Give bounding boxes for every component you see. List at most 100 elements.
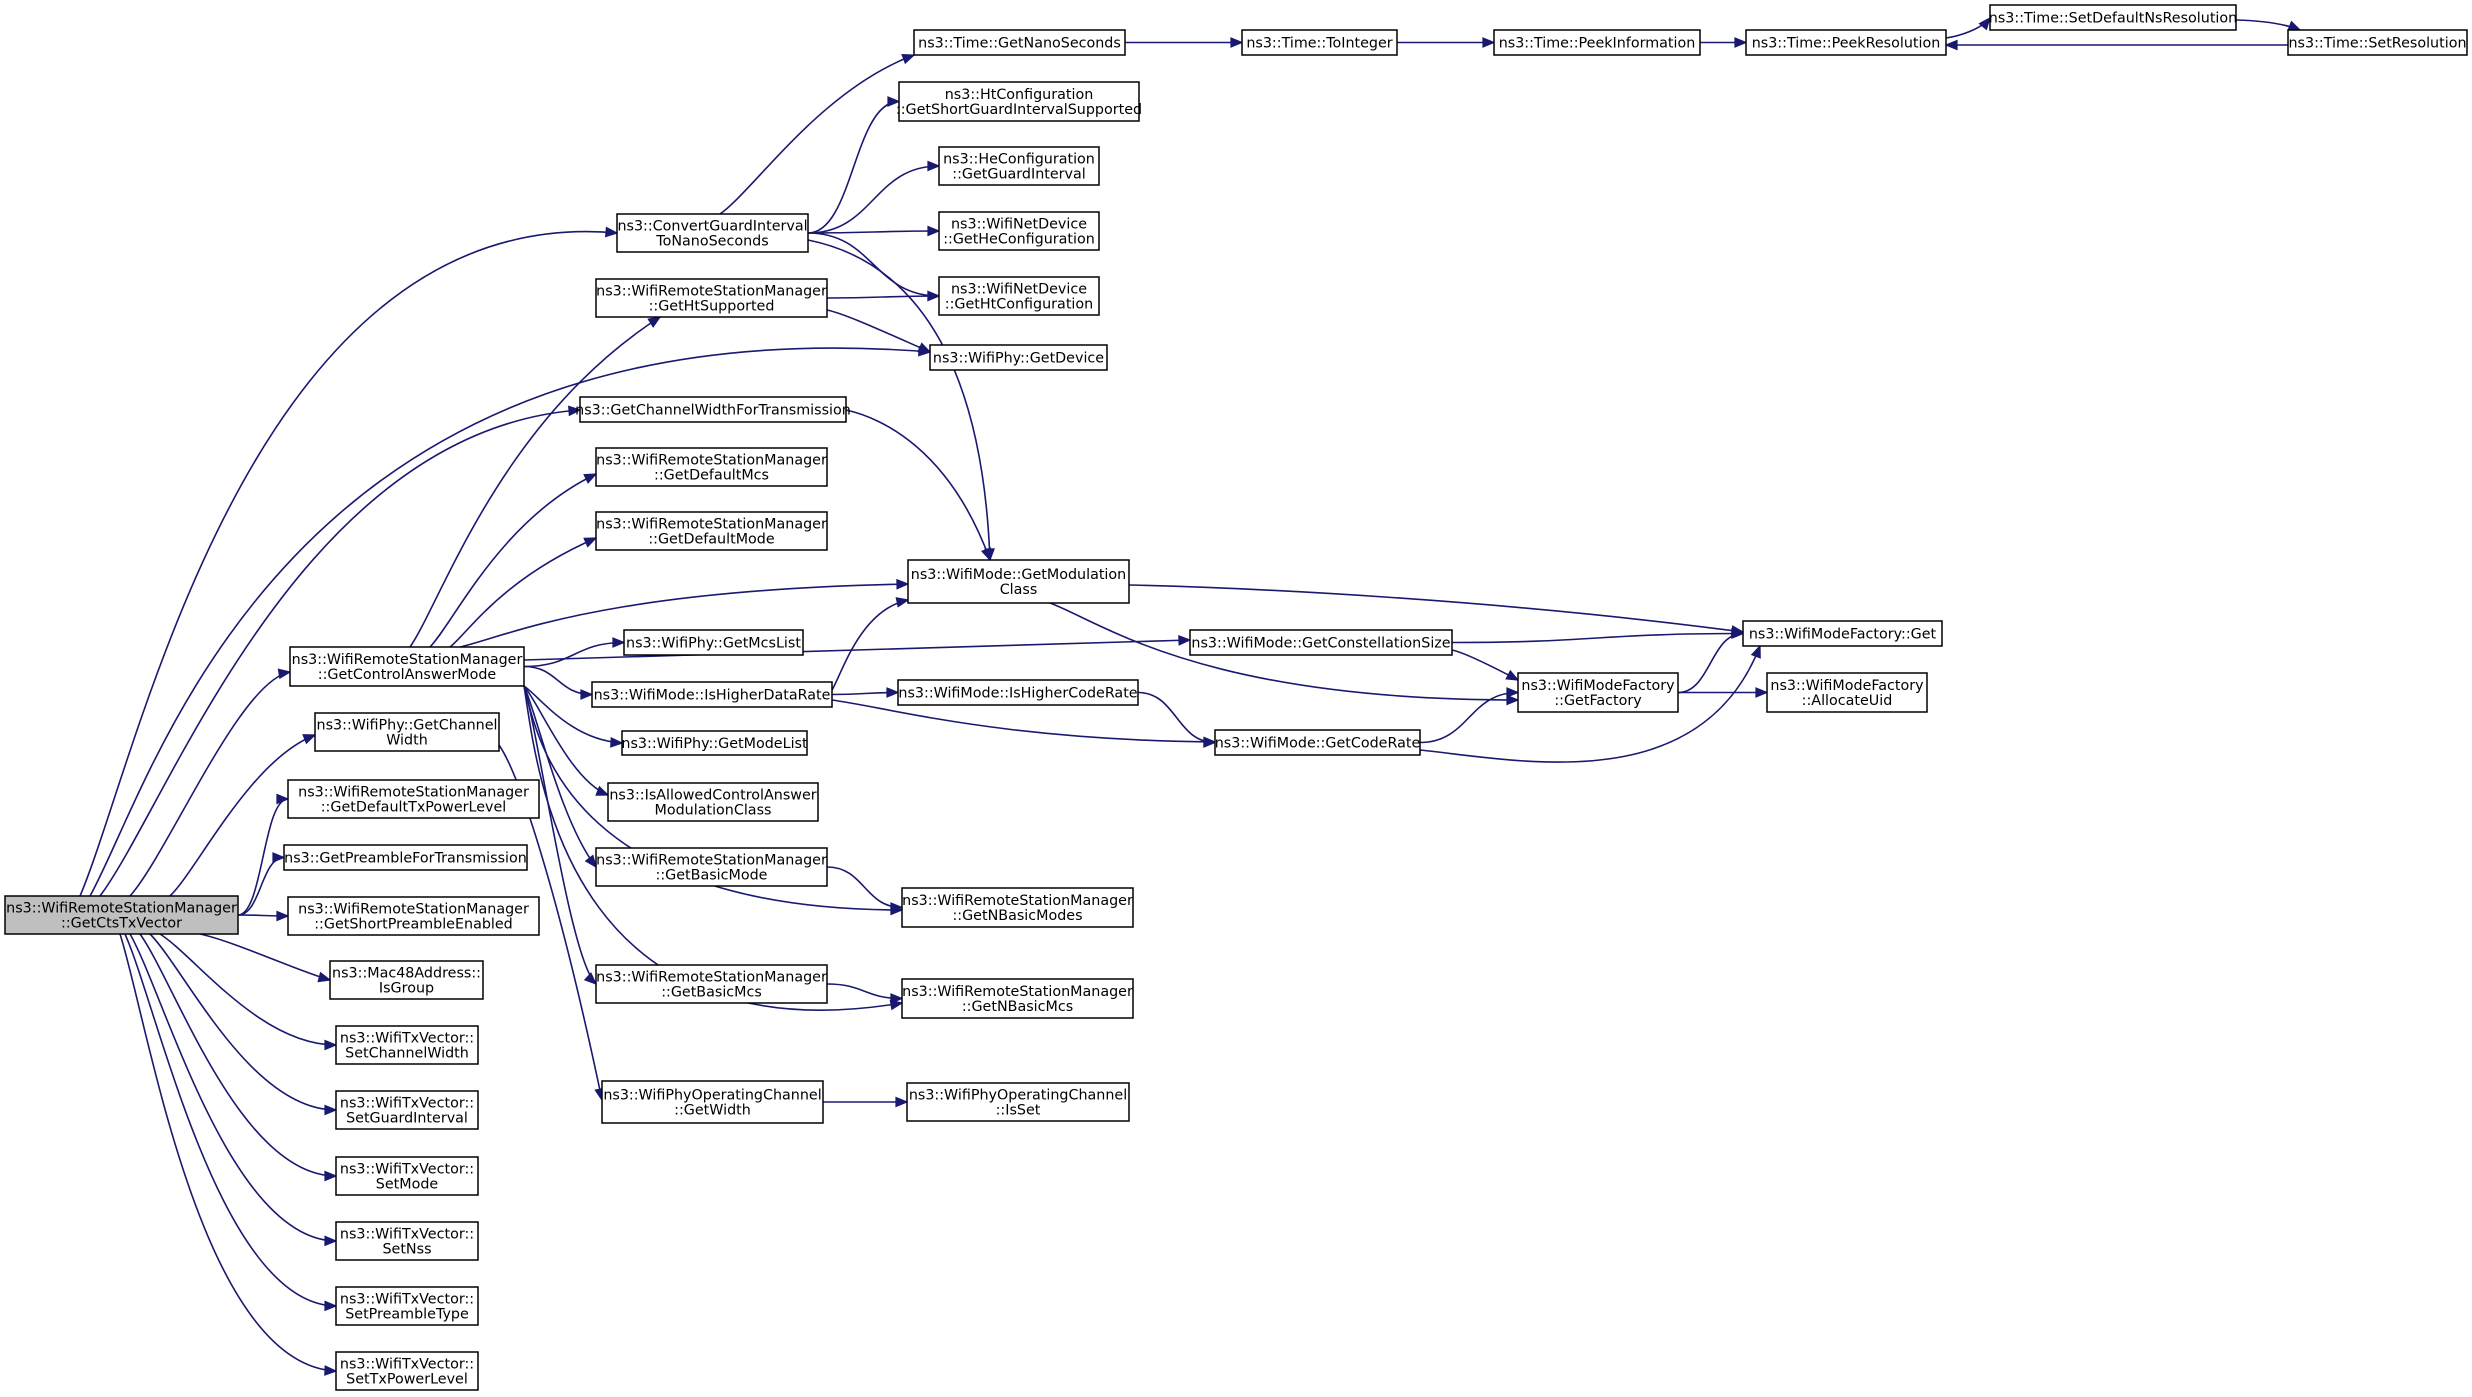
node-label: ns3::WifiRemoteStationManager (298, 785, 529, 801)
node-box (913, 29, 1126, 56)
node-cwft[interactable]: ns3::GetChannelWidthForTransmission (575, 396, 851, 423)
edge-cwft-to-gmc (845, 409, 992, 562)
node-ihdr[interactable]: ns3::WifiMode::IsHigherDataRate (591, 681, 833, 708)
arrowhead (324, 1365, 338, 1376)
node-peekres[interactable]: ns3::Time::PeekResolution (1745, 29, 1947, 56)
arrowhead (583, 473, 598, 484)
node-gchw[interactable]: ns3::WifiPhy::GetChannelWidth (314, 712, 500, 752)
edge-line (459, 583, 909, 648)
node-sgi[interactable]: ns3::WifiTxVector::SetGuardInterval (335, 1090, 479, 1130)
node-gnbmcs[interactable]: ns3::WifiRemoteStationManager::GetNBasic… (901, 978, 1134, 1019)
node-hcgsgi[interactable]: ns3::HtConfiguration::GetShortGuardInter… (896, 81, 1142, 122)
nodes-layer: ns3::WifiRemoteStationManager::GetCtsTxV… (4, 4, 2468, 1391)
node-label: ns3::WifiMode::GetModulation (911, 567, 1126, 583)
node-label: ns3::WifiRemoteStationManager (596, 453, 827, 469)
node-label: ns3::WifiRemoteStationManager (292, 652, 523, 668)
node-gfactory[interactable]: ns3::WifiModeFactory::GetFactory (1517, 672, 1679, 713)
node-gbmcs[interactable]: ns3::WifiRemoteStationManager::GetBasicM… (595, 964, 828, 1004)
node-gdmode[interactable]: ns3::WifiRemoteStationManager::GetDefaul… (595, 511, 828, 551)
node-smode[interactable]: ns3::WifiTxVector::SetMode (335, 1156, 479, 1196)
edge-cgi-to-hegi (807, 160, 941, 234)
edge-peekres-to-sdnr (1945, 16, 1992, 39)
node-getdev[interactable]: ns3::WifiPhy::GetDevice (929, 344, 1108, 371)
node-label: ns3::GetChannelWidthForTransmission (575, 403, 851, 419)
node-toint[interactable]: ns3::Time::ToInteger (1241, 29, 1398, 56)
node-pocis[interactable]: ns3::WifiPhyOperatingChannel::IsSet (906, 1082, 1130, 1122)
node-gbmode[interactable]: ns3::WifiRemoteStationManager::GetBasicM… (595, 847, 828, 887)
node-label: ns3::WifiModeFactory (1521, 678, 1675, 694)
node-label: SetGuardInterval (346, 1111, 468, 1127)
node-gns[interactable]: ns3::Time::GetNanoSeconds (913, 29, 1126, 56)
node-root[interactable]: ns3::WifiRemoteStationManager::GetCtsTxV… (4, 895, 239, 935)
node-box (287, 896, 540, 936)
edge-root-to-cgi (79, 226, 619, 897)
node-wmfget[interactable]: ns3::WifiModeFactory::Get (1742, 620, 1943, 647)
node-stpl[interactable]: ns3::WifiTxVector::SetTxPowerLevel (335, 1351, 479, 1391)
arrowhead (1755, 687, 1769, 698)
node-iacam[interactable]: ns3::IsAllowedControlAnswerModulationCla… (607, 782, 819, 822)
node-allocuid[interactable]: ns3::WifiModeFactory::AllocateUid (1766, 672, 1928, 713)
arrowhead (901, 53, 916, 65)
node-spt[interactable]: ns3::WifiTxVector::SetPreambleType (335, 1286, 479, 1326)
edge-root-to-gdtpl (237, 793, 290, 916)
edge-ihdr-to-ihcr (831, 687, 900, 698)
edge-line (129, 671, 291, 897)
arrowhead (324, 1235, 338, 1247)
arrowhead (324, 1039, 338, 1051)
node-isgroup[interactable]: ns3::Mac48Address::IsGroup (329, 960, 484, 1000)
edge-line (99, 409, 581, 897)
node-ghtsup[interactable]: ns3::WifiRemoteStationManager::GetHtSupp… (595, 278, 828, 318)
node-gcs[interactable]: ns3::WifiMode::GetConstellationSize (1189, 629, 1453, 656)
node-ndhe[interactable]: ns3::WifiNetDevice::GetHeConfiguration (938, 211, 1100, 251)
node-box (335, 1090, 479, 1130)
node-gmcslist[interactable]: ns3::WifiPhy::GetMcsList (623, 629, 804, 656)
node-ndht[interactable]: ns3::WifiNetDevice::GetHtConfiguration (938, 276, 1100, 316)
edge-line (523, 685, 597, 868)
node-schw[interactable]: ns3::WifiTxVector::SetChannelWidth (335, 1025, 479, 1065)
node-label: ::AllocateUid (1802, 693, 1893, 709)
node-gcam[interactable]: ns3::WifiRemoteStationManager::GetContro… (289, 646, 525, 687)
node-gspe[interactable]: ns3::WifiRemoteStationManager::GetShortP… (287, 896, 540, 936)
node-box (595, 847, 828, 887)
node-box (929, 344, 1108, 371)
node-gpft[interactable]: ns3::GetPreambleForTransmission (283, 844, 528, 871)
edge-sdnr-to-setres (2235, 19, 2302, 31)
node-label: ns3::WifiPhy::GetModeList (621, 736, 808, 752)
node-gnbmodes[interactable]: ns3::WifiRemoteStationManager::GetNBasic… (901, 887, 1134, 928)
node-pocgw[interactable]: ns3::WifiPhyOperatingChannel::GetWidth (601, 1080, 824, 1124)
node-label: ::GetCtsTxVector (61, 916, 182, 932)
arrowhead (580, 689, 594, 700)
edge-root-to-isgroup (199, 933, 332, 983)
edge-root-to-snss (129, 933, 338, 1247)
edge-gcam-to-gdmode (449, 537, 598, 648)
node-label: ns3::WifiRemoteStationManager (596, 970, 827, 986)
edge-line (523, 641, 625, 668)
node-hegi[interactable]: ns3::HeConfiguration::GetGuardInterval (938, 146, 1100, 186)
arrowhead (324, 1170, 338, 1182)
edge-line (523, 685, 609, 796)
edge-pocgw-to-pocis (823, 1096, 909, 1108)
node-box (1745, 29, 1947, 56)
node-peekinfo[interactable]: ns3::Time::PeekInformation (1493, 29, 1701, 56)
node-setres[interactable]: ns3::Time::SetResolution (2287, 29, 2468, 56)
node-gdmcs[interactable]: ns3::WifiRemoteStationManager::GetDefaul… (595, 447, 828, 487)
arrowhead (927, 160, 941, 172)
node-gdtpl[interactable]: ns3::WifiRemoteStationManager::GetDefaul… (287, 779, 540, 819)
node-box (283, 844, 528, 871)
node-gmodelist[interactable]: ns3::WifiPhy::GetModeList (621, 730, 808, 756)
node-box (1214, 729, 1421, 756)
edge-gcs-to-wmfget (1451, 628, 1745, 644)
node-label: ::GetBasicMcs (661, 985, 762, 1001)
edge-gcam-to-ihdr (523, 665, 594, 700)
node-label: ::GetDefaultMode (648, 532, 775, 548)
edge-line (826, 309, 931, 353)
arrowhead (584, 854, 597, 869)
node-box (1189, 629, 1453, 656)
node-ihcr[interactable]: ns3::WifiMode::IsHigherCodeRate (897, 679, 1139, 706)
node-sdnr[interactable]: ns3::Time::SetDefaultNsResolution (1989, 4, 2237, 31)
node-gcr[interactable]: ns3::WifiMode::GetCodeRate (1214, 729, 1421, 756)
node-snss[interactable]: ns3::WifiTxVector::SetNss (335, 1221, 479, 1261)
